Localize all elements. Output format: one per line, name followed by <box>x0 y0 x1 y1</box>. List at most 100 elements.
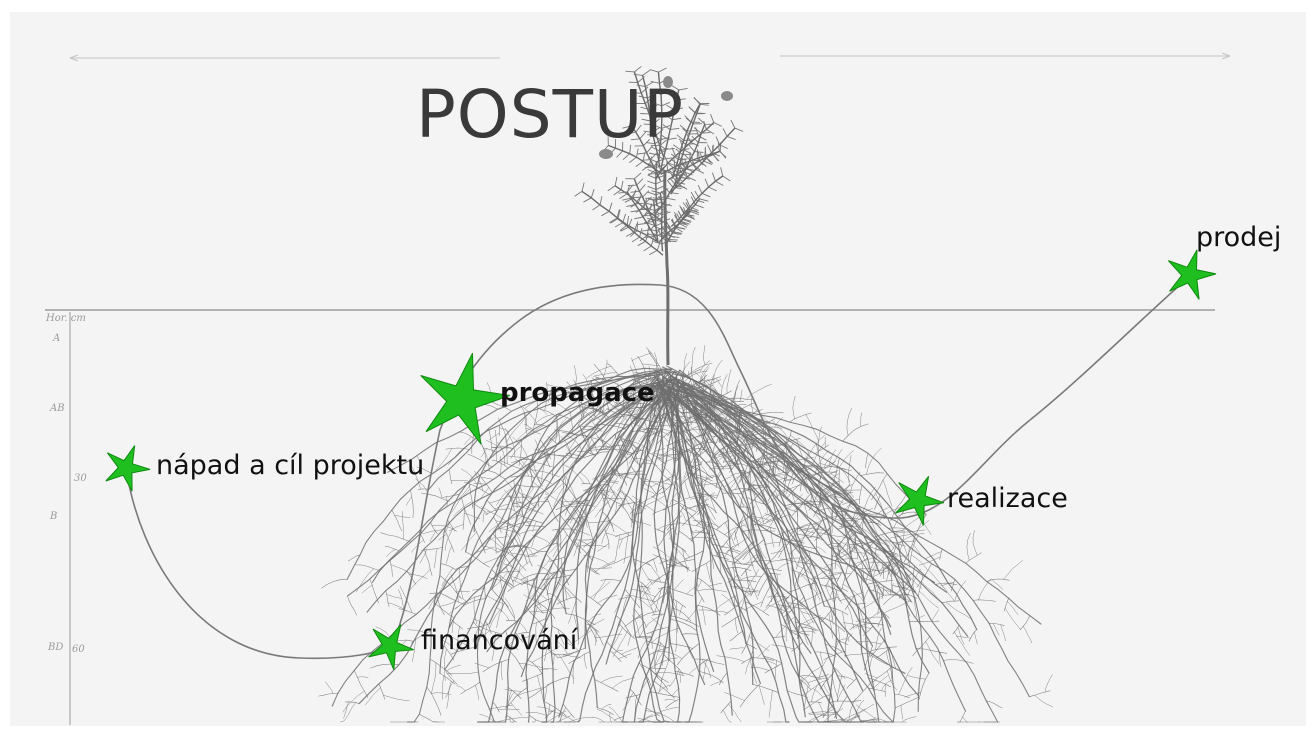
root-strand <box>637 430 649 434</box>
root-strand <box>489 495 514 504</box>
root-strand <box>406 496 412 506</box>
root-strand <box>495 547 519 561</box>
root-strand <box>442 494 460 498</box>
root-strand <box>447 671 479 675</box>
root-strand <box>520 387 672 678</box>
root-strand <box>538 558 551 574</box>
root-strand <box>751 397 754 414</box>
root-strand <box>912 565 915 594</box>
root-strand <box>525 427 541 435</box>
root-strand <box>581 425 602 430</box>
root-strand <box>607 363 620 377</box>
root-strand <box>667 504 686 531</box>
root-strand <box>348 554 361 562</box>
root-strand <box>797 558 810 580</box>
root-strand <box>640 477 668 490</box>
root-strand <box>522 486 535 505</box>
root-strand <box>838 550 855 565</box>
root-strand <box>483 447 498 453</box>
root-strand <box>584 387 594 410</box>
root-strand <box>691 379 722 391</box>
root-strand <box>385 549 396 557</box>
root-strand <box>804 502 808 518</box>
root-strand <box>560 417 568 426</box>
root-strand <box>621 505 634 524</box>
root-strand <box>708 451 721 463</box>
root-strand <box>456 626 460 651</box>
root-strand <box>673 545 688 561</box>
root-strand <box>597 543 610 552</box>
root-strand <box>858 603 867 632</box>
root-strand <box>657 586 671 590</box>
root-strand <box>554 429 578 437</box>
leaflet <box>662 124 680 131</box>
leaflet <box>613 180 624 196</box>
root-strand <box>346 370 670 580</box>
root-strand <box>663 370 865 723</box>
root-strand <box>751 657 775 661</box>
root-strand <box>689 494 719 500</box>
root-strand <box>661 586 668 604</box>
root-strand <box>340 702 357 723</box>
root-strand <box>867 569 885 572</box>
root-strand <box>565 505 596 508</box>
leaflet <box>679 124 696 132</box>
root-strand <box>594 560 615 573</box>
root-strand <box>499 455 502 477</box>
root-strand <box>587 546 591 569</box>
leaflet <box>697 185 711 198</box>
root-strand <box>646 626 669 635</box>
root-strand <box>826 583 841 602</box>
root-strand <box>908 546 911 568</box>
root-strand <box>621 396 634 405</box>
root-strand <box>669 390 682 398</box>
root-strand <box>487 570 509 595</box>
flower-bud <box>721 91 733 101</box>
root-strand <box>880 534 895 549</box>
root-strand <box>503 563 528 582</box>
root-strand <box>632 622 645 638</box>
leaflet <box>636 97 653 104</box>
root-strand <box>779 558 806 564</box>
root-strand <box>918 672 930 700</box>
root-strand <box>458 431 476 440</box>
root-strand <box>646 415 652 429</box>
root-strand <box>786 465 797 495</box>
root-strand <box>433 548 438 569</box>
root-strand <box>859 484 863 505</box>
root-strand <box>877 613 885 628</box>
root-strand <box>511 579 522 585</box>
root-strand <box>512 560 531 583</box>
root-strand <box>844 595 855 610</box>
root-strand <box>757 577 768 597</box>
root-strand <box>662 502 680 510</box>
root-strand <box>473 621 492 649</box>
root-strand <box>532 521 537 533</box>
root-strand <box>600 675 623 683</box>
root-strand <box>496 486 515 506</box>
root-strand <box>674 396 707 398</box>
root-strand <box>806 434 826 459</box>
root-strand <box>724 605 739 616</box>
root-strand <box>735 587 750 594</box>
root-strand <box>726 541 734 553</box>
leaflet <box>647 185 665 190</box>
root-strand <box>715 476 732 487</box>
root-strand <box>648 484 657 494</box>
root-strand <box>634 440 650 458</box>
root-strand <box>580 471 591 485</box>
root-strand <box>832 517 854 528</box>
root-strand <box>900 566 922 589</box>
root-strand <box>606 408 619 416</box>
root-strand <box>739 455 752 483</box>
root-strand <box>631 495 656 513</box>
root-strand <box>480 477 495 480</box>
root-strand <box>541 574 572 581</box>
root-strand <box>724 692 745 701</box>
root-strand <box>450 574 459 603</box>
root-strand <box>439 370 671 674</box>
root-strand <box>724 522 735 546</box>
root-strand <box>848 513 859 527</box>
root-strand <box>542 645 559 658</box>
leaf-frond <box>608 144 663 175</box>
